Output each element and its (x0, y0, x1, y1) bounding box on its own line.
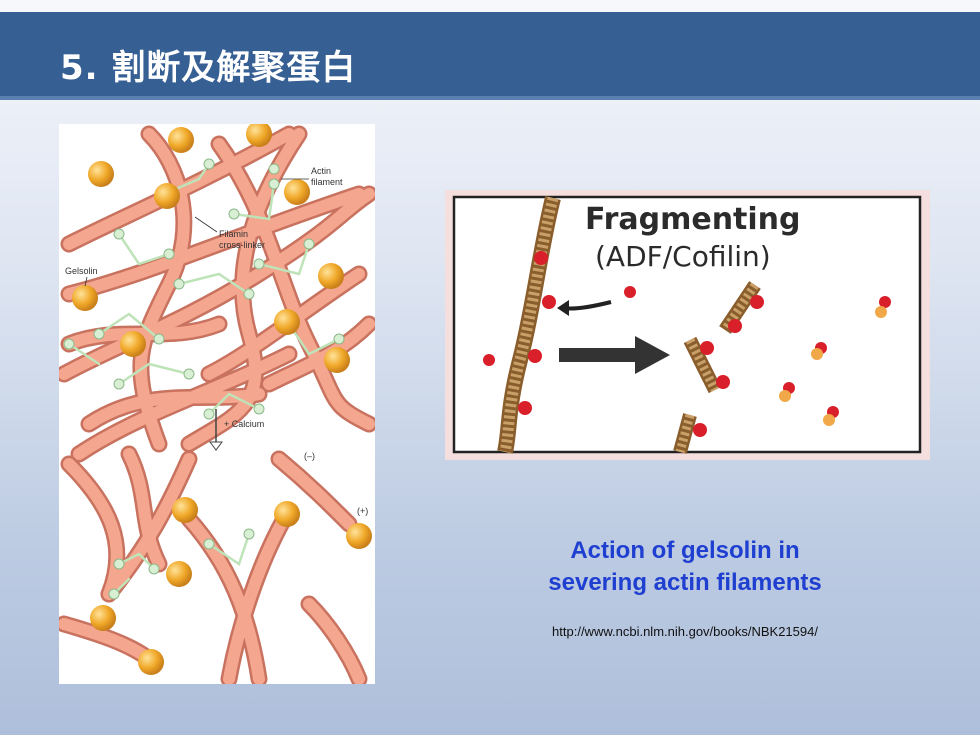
slide-top-band (0, 0, 980, 12)
label-filament: filament (311, 177, 343, 187)
label-minus-end: (–) (304, 451, 315, 461)
gelsolin-spheres (72, 124, 350, 373)
cofilin-complexes (779, 296, 891, 426)
title-bar: 5. 割断及解聚蛋白 (0, 12, 980, 100)
gelsolin-diagram: Actin filament Filamin cross-linker Gels… (59, 124, 375, 684)
label-gelsolin: Gelsolin (65, 266, 98, 276)
fragment-arrow (559, 348, 639, 362)
label-calcium: + Calcium (224, 419, 264, 429)
caption-line-2: severing actin filaments (548, 569, 822, 596)
slide-title: 5. 割断及解聚蛋白 (60, 48, 357, 88)
cofilin-subtitle: (ADF/Cofilin) (595, 240, 771, 273)
label-plus-end: (+) (357, 506, 368, 516)
source-url: http://www.ncbi.nlm.nih.gov/books/NBK215… (552, 624, 818, 639)
caption-line-1: Action of gelsolin in (570, 537, 800, 564)
label-actin: Actin (311, 166, 331, 176)
fragmenting-title: Fragmenting (585, 202, 801, 237)
figure-caption: Action of gelsolin in severing actin fil… (500, 535, 870, 599)
cofilin-diagram (452, 195, 922, 454)
label-filamin: Filamin (219, 229, 248, 239)
cofilin-figure: Fragmenting (ADF/Cofilin) (445, 190, 930, 460)
label-crosslinker: cross-linker (219, 240, 265, 250)
gelsolin-figure: Actin filament Filamin cross-linker Gels… (59, 124, 375, 684)
